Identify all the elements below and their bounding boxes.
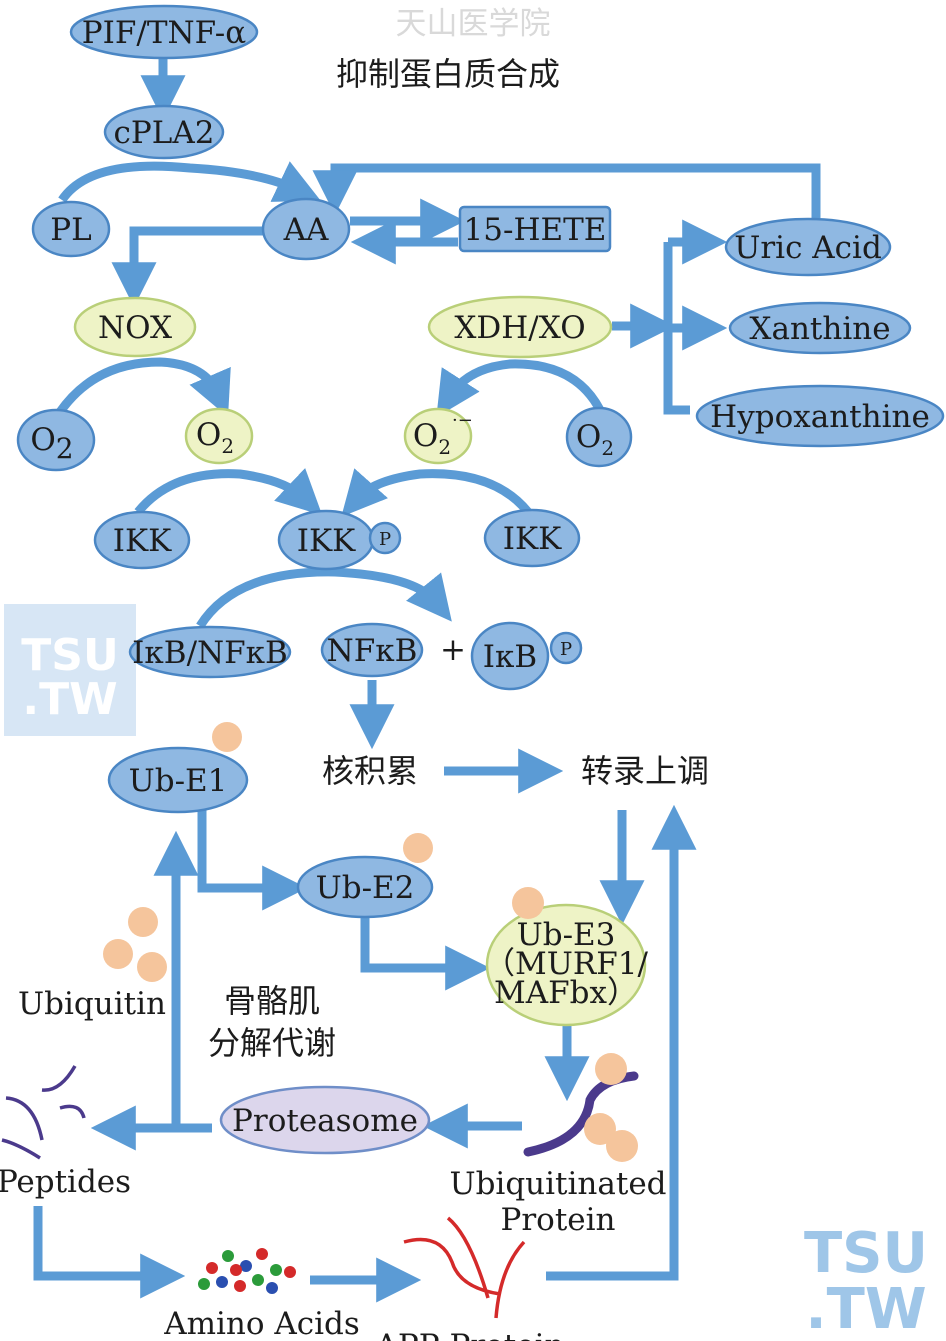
node-uric-acid: Uric Acid — [724, 217, 892, 277]
node-ub-e3: Ub-E3 （MURF1/ MAFbx） — [484, 887, 648, 1027]
arrow-branch-vertical — [663, 242, 690, 415]
node-uric-acid-label: Uric Acid — [734, 230, 882, 266]
node-aa-label: AA — [283, 212, 329, 248]
node-pif-tnf-label: PIF/TNF-α — [82, 15, 246, 51]
arrows — [33, 56, 821, 1303]
arrow-peptides-to-amino-acids — [33, 1206, 186, 1299]
label-amino-acids: Amino Acids — [163, 1306, 360, 1341]
arrow-o2-to-superoxide — [436, 359, 604, 418]
ubiquitinated-protein-graphic — [523, 1053, 639, 1162]
node-xanthine-label: Xanthine — [749, 311, 890, 347]
node-o2-left: O2 — [16, 408, 96, 472]
node-nox-label: NOX — [98, 310, 172, 346]
arrow-app-to-transcription — [546, 804, 697, 1281]
node-15-hete: 15-HETE — [458, 205, 612, 253]
node-ikk-center-label: IKK — [297, 523, 356, 559]
node-ub-e2-label: Ub-E2 — [316, 870, 415, 906]
ubiquitin-ball-e1 — [212, 722, 242, 752]
node-ikb: IκB P — [470, 621, 583, 691]
node-aa: AA — [261, 197, 351, 261]
label-skeletal-muscle-line2: 分解代谢 — [208, 1024, 336, 1062]
watermark-logo-left-line2: .TW — [22, 674, 117, 725]
arrow-e2-to-e3 — [360, 918, 491, 991]
node-o2-superoxide-label: O2 — [413, 418, 451, 459]
node-pl-label: PL — [50, 212, 91, 248]
peptides-graphic — [1, 1065, 86, 1160]
phospho-badge-ikb: P — [560, 639, 572, 660]
node-ub-e1: Ub-E1 — [107, 746, 249, 814]
plus-sign: + — [440, 632, 466, 668]
node-nfkb: NFκB — [320, 622, 424, 678]
node-ub-e1-label: Ub-E1 — [129, 763, 228, 799]
node-nox: NOX — [73, 296, 197, 358]
node-o2-green-label: O2 — [196, 417, 234, 458]
node-ikk-center: IKK P — [277, 509, 402, 571]
label-nuclear-accumulation: 核积累 — [322, 752, 418, 790]
label-ubiquitin: Ubiquitin — [18, 986, 166, 1022]
node-ub-e3-line2: （MURF1/ — [484, 946, 648, 982]
arrow-pl-to-aa — [58, 161, 321, 203]
node-hypoxanthine: Hypoxanthine — [695, 384, 945, 448]
watermark-logo-left: TSU .TW — [4, 604, 136, 736]
node-15-hete-label: 15-HETE — [464, 212, 607, 248]
node-xanthine: Xanthine — [728, 301, 912, 355]
node-ikk-right-label: IKK — [503, 521, 562, 557]
label-transcription-up: 转录上调 — [581, 752, 709, 790]
node-nfkb-label: NFκB — [327, 633, 418, 669]
node-cpla2: cPLA2 — [103, 104, 225, 160]
node-ub-e3-line3: MAFbx） — [494, 975, 638, 1011]
node-ikk-left-label: IKK — [113, 523, 172, 559]
node-ub-e2: Ub-E2 — [296, 855, 434, 919]
node-ikb-nfkb: IκB/NFκB — [128, 625, 292, 679]
watermark-logo-right: TSU .TW — [804, 1221, 928, 1341]
label-skeletal-muscle-line1: 骨骼肌 — [224, 982, 320, 1020]
label-peptides: Peptides — [0, 1164, 131, 1200]
arrow-ikk-right-to-center — [341, 468, 532, 517]
node-xdh-xo: XDH/XO — [427, 295, 613, 359]
node-o2-right-label: O2 — [576, 419, 614, 460]
label-ubiquitinated-line2: Protein — [500, 1202, 615, 1238]
node-ikk-left: IKK — [93, 510, 191, 570]
node-o2-superoxide-sup: ·− — [452, 410, 473, 431]
node-o2-right: O2 — [565, 406, 633, 468]
node-o2-superoxide: O2 ·− — [403, 407, 473, 465]
arrow-e1-to-e2 — [197, 810, 308, 911]
node-pl: PL — [31, 200, 111, 258]
node-proteasome: Proteasome — [219, 1085, 431, 1155]
watermark-logo-left-line1: TSU — [21, 630, 118, 681]
label-ubiquitinated-line1: Ubiquitinated — [449, 1166, 666, 1202]
arrow-o2-to-o2 — [56, 357, 231, 418]
node-pif-tnf: PIF/TNF-α — [69, 4, 259, 60]
arrow-uric-to-aa — [312, 163, 821, 218]
title: 抑制蛋白质合成 — [336, 55, 560, 93]
node-ikb-nfkb-label: IκB/NFκB — [132, 635, 288, 671]
amino-acids-graphic — [198, 1248, 296, 1294]
node-proteasome-label: Proteasome — [232, 1103, 418, 1139]
ubiquitin-ball-e3 — [512, 887, 544, 919]
arrow-ikb-nfkb-split — [196, 567, 452, 629]
watermark-logo-right-line2: .TW — [805, 1277, 926, 1341]
ubiquitin-cluster — [103, 907, 167, 982]
node-ub-e3-line1: Ub-E3 — [517, 917, 616, 953]
phospho-badge-ikk: P — [379, 529, 391, 550]
watermark-logo-right-line1: TSU — [804, 1221, 928, 1286]
node-hypoxanthine-label: Hypoxanthine — [710, 399, 930, 435]
arrow-aa-to-nox — [111, 226, 272, 308]
node-xdh-xo-label: XDH/XO — [454, 310, 585, 346]
app-protein-graphic — [403, 1216, 526, 1319]
node-o2-green: O2 — [184, 407, 254, 465]
label-app-protein: APP Protein — [375, 1328, 565, 1341]
node-ikb-label: IκB — [483, 639, 537, 675]
arrow-ikk-left-to-center — [134, 468, 323, 516]
ubiquitin-ball-e2 — [403, 833, 433, 863]
node-o2-left-label: O2 — [30, 422, 73, 465]
watermark-top-text: 天山医学院 — [396, 6, 551, 42]
node-cpla2-label: cPLA2 — [114, 115, 215, 151]
node-ikk-right: IKK — [483, 508, 581, 568]
